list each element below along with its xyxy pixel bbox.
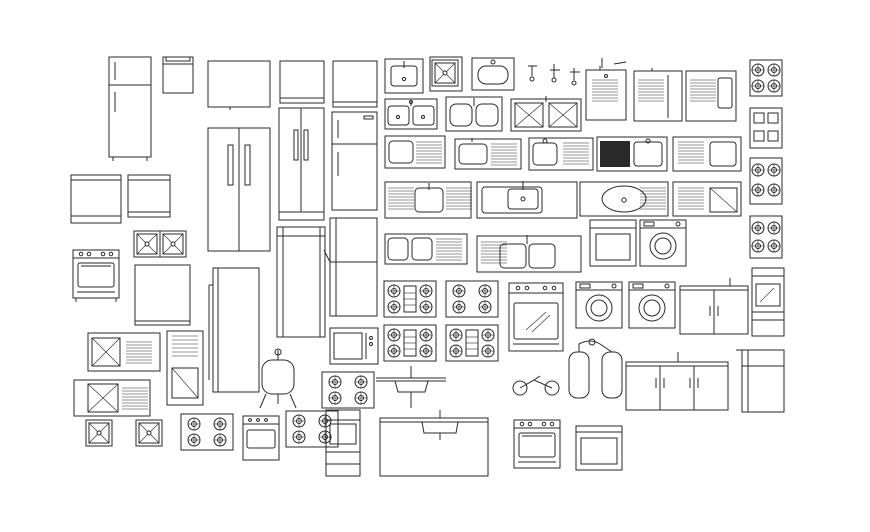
faucet-icons — [528, 58, 626, 85]
sink-square-icon — [430, 57, 462, 91]
range-bottom-icons — [513, 419, 622, 470]
sinks — [74, 57, 741, 476]
range-tall-icon — [326, 410, 360, 476]
sink-left-drainboard-2-icon — [74, 380, 150, 416]
washer-icon-1 — [639, 219, 687, 267]
refrigerator-top-views — [208, 61, 377, 110]
range-oven-center-icon — [509, 283, 563, 351]
microwave-small-icon — [163, 57, 193, 93]
wall-oven-icon — [752, 268, 784, 336]
sink-double-center-icon — [477, 235, 581, 272]
sink-long-icon — [455, 138, 521, 169]
sink-double-diagonal-icon — [511, 96, 581, 131]
cooktop-grid-icons — [181, 281, 498, 450]
sink-right-bowl-icon — [673, 182, 741, 216]
sink-double-drainboard-icon — [529, 138, 593, 170]
sink-vertical-drainboard-icon — [167, 331, 203, 405]
sink-oval-drainboard-icon — [580, 182, 668, 216]
washing-machines — [575, 219, 687, 329]
sink-drainboard-left-icon — [673, 137, 741, 171]
cabinet-side-elevation-icon — [736, 350, 784, 412]
range-left-icon — [72, 249, 120, 302]
refrigerator-side-by-side-icon — [208, 128, 270, 251]
microwave-icon — [330, 328, 378, 364]
kitchen-cabinets — [626, 278, 784, 412]
sink-counter-elevation-icon — [376, 366, 446, 408]
gas-cylinders — [260, 339, 622, 408]
sink-dark-drainboard-icon — [597, 137, 667, 171]
range-small-icon — [243, 416, 279, 460]
sink-left-drainboard-icon — [88, 333, 160, 371]
hose-regulator-icon — [513, 376, 559, 395]
sink-wide-drainboard-icon — [385, 182, 473, 218]
sink-double-icon — [384, 98, 438, 130]
refrigerator-top-freezer-icon — [332, 112, 377, 210]
sink-with-drainboard-icon — [586, 66, 736, 121]
refrigerator-angled-icon — [277, 227, 325, 337]
ovens-and-ranges — [72, 249, 784, 476]
refrigerator-narrow-icon — [324, 218, 377, 316]
dryer-square-icon — [590, 220, 636, 266]
washer-icon-3 — [628, 281, 676, 329]
gas-cylinder-pair-icon — [569, 339, 622, 398]
sink-oval-icon — [472, 58, 514, 90]
refrigerators — [71, 57, 377, 392]
sink-cabinet-elevation-icon — [380, 410, 488, 476]
sink-center-bowl-icon — [477, 181, 577, 218]
base-cabinet-long-icon — [626, 352, 728, 410]
refrigerator-double-door-icon — [279, 108, 324, 220]
sink-with-drainboard-right-icon — [385, 136, 445, 168]
sink-double-rounded-icon — [446, 97, 502, 131]
cooktop-vertical-icons — [750, 60, 782, 258]
sink-single-icon — [385, 59, 423, 93]
chest-freezer-icons — [71, 175, 190, 325]
cooktops — [181, 60, 782, 450]
gas-cylinder-standing-icon — [260, 349, 296, 408]
refrigerator-tall-icon — [109, 57, 151, 161]
base-cabinet-with-sink-icon — [680, 278, 748, 334]
washer-icon-2 — [575, 281, 623, 329]
refrigerator-plain-icon — [209, 268, 259, 392]
sink-double-drainboard-long-icon — [385, 234, 467, 264]
